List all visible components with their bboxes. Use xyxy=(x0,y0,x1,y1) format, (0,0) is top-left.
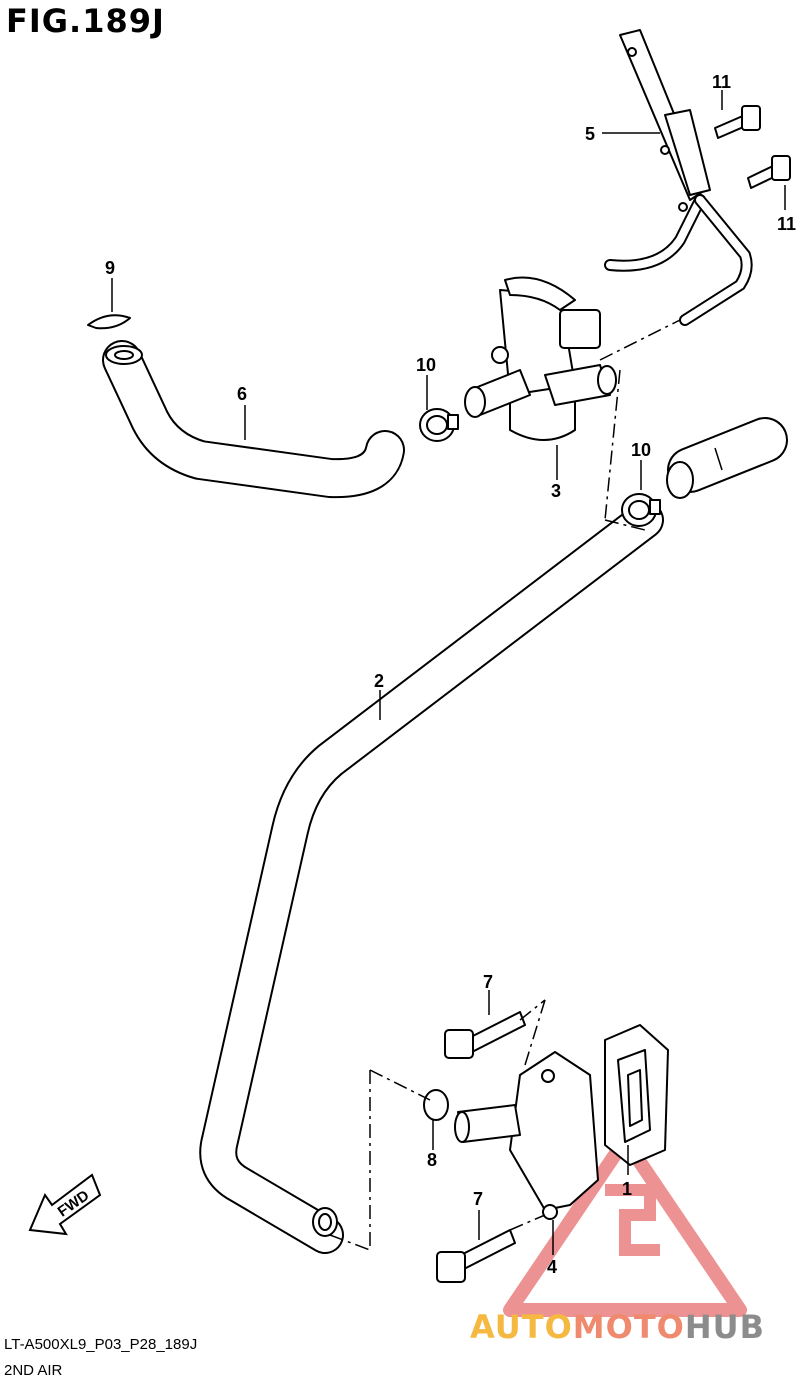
bolt-part-11-lower xyxy=(747,155,791,189)
clamp-part-10-left xyxy=(419,408,459,442)
assembly-dash-lines xyxy=(329,319,681,1251)
figure-title: FIG.189J xyxy=(6,2,165,40)
callout-9: 9 xyxy=(105,258,115,278)
bolt-part-11-upper xyxy=(714,105,761,139)
callout-4: 4 xyxy=(547,1257,557,1277)
watermark-triangle-logo xyxy=(503,1133,747,1317)
watermark-text: AUTOMOTOHUB xyxy=(470,1308,765,1346)
callout-1: 1 xyxy=(622,1179,632,1199)
bolt-part-7-upper xyxy=(444,1011,526,1059)
callout-2: 2 xyxy=(374,671,384,691)
hose-part-2-upper-end xyxy=(666,417,788,499)
callout-7-lower: 7 xyxy=(473,1189,483,1209)
callout-10-right: 10 xyxy=(631,440,651,460)
callout-8: 8 xyxy=(427,1150,437,1170)
watermark-hub: HUB xyxy=(684,1308,766,1346)
hose-part-6 xyxy=(102,340,405,499)
fwd-direction-arrow: FWD xyxy=(28,1173,102,1236)
hose-part-2 xyxy=(199,501,664,1254)
callout-11-upper: 11 xyxy=(712,72,731,92)
callout-10-left: 10 xyxy=(416,355,436,375)
bolt-part-7-lower xyxy=(436,1229,516,1283)
model-code: LT-A500XL9_P03_P28_189J xyxy=(4,1336,198,1353)
clip-part-9 xyxy=(87,314,131,330)
cover-part-4 xyxy=(454,1051,599,1220)
watermark-auto: AUTO xyxy=(470,1308,573,1346)
leader-lines xyxy=(111,90,786,1255)
callout-5: 5 xyxy=(585,124,595,144)
callout-11-lower: 11 xyxy=(777,214,796,234)
callout-7-upper: 7 xyxy=(483,972,493,992)
callout-6: 6 xyxy=(237,384,247,404)
callout-3: 3 xyxy=(551,481,561,501)
valve-part-3 xyxy=(464,276,617,441)
pipe-bracket-part-5 xyxy=(604,29,753,326)
clamp-part-10-right xyxy=(621,493,661,527)
watermark-moto: MOTO xyxy=(572,1308,685,1346)
o-ring-part-8 xyxy=(423,1089,449,1121)
section-name: 2ND AIR xyxy=(4,1362,63,1379)
reed-valve-part-1 xyxy=(604,1024,669,1166)
